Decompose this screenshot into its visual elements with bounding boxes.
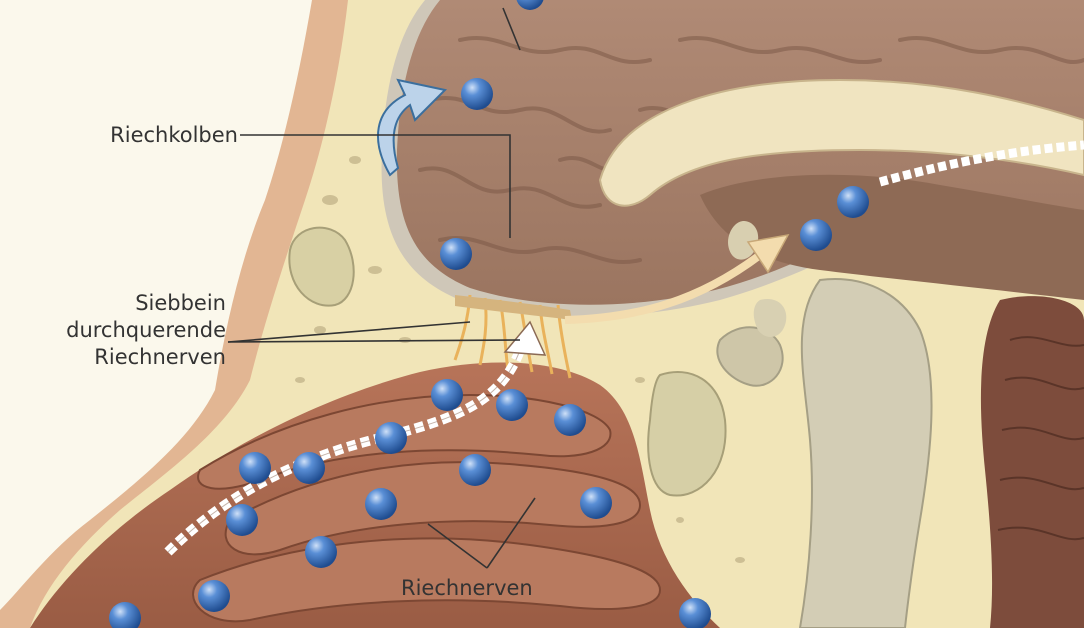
brainstem [800,279,932,628]
label-ethmoid-line-3: Riechnerven [20,344,226,371]
label-olfactory-bulb: Riechkolben [70,122,238,149]
label-ethmoid-line-1: Siebbein [20,290,226,317]
label-ethmoid-line-2: durchquerende [20,317,226,344]
label-ethmoid-nerves: Siebbein durchquerende Riechnerven [20,290,226,371]
label-olfactory-nerves: Riechnerven [401,575,533,602]
